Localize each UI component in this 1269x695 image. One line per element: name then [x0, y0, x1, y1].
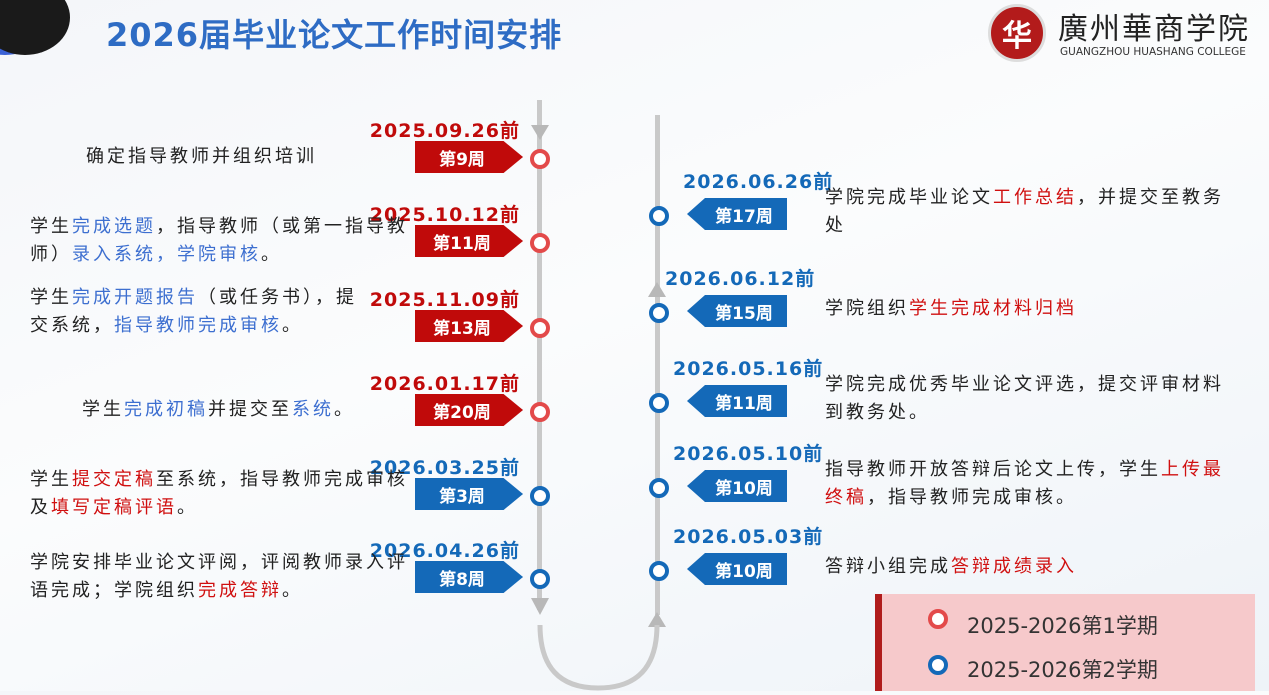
- description-segment: ，并提交至教务处: [825, 187, 1224, 236]
- down-arrow-icon: [531, 598, 549, 615]
- description-segment: 学生完成材料归档: [909, 298, 1077, 319]
- description-segment: ，指导教师（或第一指导教师）: [30, 216, 408, 265]
- week-badge: 第3周: [415, 478, 523, 510]
- task-description: 学生完成开题报告（或任务书），提交系统，指导教师完成审核。: [30, 284, 370, 340]
- deadline-date: 2025.10.12前: [369, 204, 520, 226]
- description-segment: 至系统，指导教师完成审核及: [30, 469, 408, 518]
- description-segment: （或任务书），提交系统，: [30, 287, 357, 336]
- description-segment: 学院完成毕业论文: [825, 187, 993, 208]
- description-segment: 上传最终稿: [825, 459, 1224, 508]
- deadline-date: 2026.05.10前: [673, 443, 824, 465]
- week-badge: 第9周: [415, 141, 523, 173]
- task-description: 学生完成选题，指导教师（或第一指导教师）录入系统，学院审核。: [30, 213, 410, 269]
- description-segment: 提交定稿: [72, 469, 156, 490]
- legend-accent: [875, 594, 882, 691]
- timeline-node-icon: [530, 149, 550, 169]
- week-badge: 第11周: [415, 225, 523, 257]
- description-segment: 学院完成优秀毕业论文评选，提交评审材料到教务处。: [825, 374, 1224, 423]
- description-segment: 完成选题: [72, 216, 156, 237]
- week-badge: 第15周: [687, 295, 787, 327]
- legend-semester-2: 2025-2026第2学期: [967, 658, 1158, 682]
- week-badge: 第11周: [687, 385, 787, 417]
- task-description: 学院组织学生完成材料归档: [825, 295, 1240, 323]
- legend-red-circle-icon: [928, 609, 948, 629]
- deadline-date: 2026.06.26前: [683, 171, 834, 193]
- decorative-circle: [0, 0, 70, 55]
- deadline-date: 2026.04.26前: [369, 540, 520, 562]
- description-segment: 。: [282, 580, 303, 601]
- timeline-node-icon: [530, 402, 550, 422]
- week-badge: 第10周: [687, 470, 787, 502]
- week-badge: 第8周: [415, 561, 523, 593]
- description-segment: 。: [177, 497, 198, 518]
- timeline-node-icon: [530, 233, 550, 253]
- timeline-node-icon: [649, 478, 669, 498]
- deadline-date: 2026.05.16前: [673, 358, 824, 380]
- deadline-date: 2026.05.03前: [673, 526, 824, 548]
- description-segment: ，指导教师完成审核。: [867, 487, 1077, 508]
- description-segment: 学院安排毕业论文评阅，评阅教师录入评语完成；学院组织: [30, 552, 408, 601]
- description-segment: 录入系统，学院审核: [72, 244, 261, 265]
- task-description: 确定指导教师并组织培训: [86, 143, 416, 171]
- page-title: 2026届毕业论文工作时间安排: [106, 16, 563, 54]
- timeline-node-icon: [649, 393, 669, 413]
- description-segment: 答辩小组完成: [825, 556, 951, 577]
- description-segment: 答辩成绩录入: [951, 556, 1077, 577]
- description-segment: 完成初稿: [124, 399, 208, 420]
- left-timeline-line: [537, 100, 542, 610]
- deadline-date: 2026.01.17前: [369, 373, 520, 395]
- description-segment: 。: [334, 399, 355, 420]
- description-segment: 系统: [292, 399, 334, 420]
- week-badge: 第17周: [687, 198, 787, 230]
- task-description: 学院完成优秀毕业论文评选，提交评审材料到教务处。: [825, 371, 1240, 427]
- timeline-node-icon: [649, 561, 669, 581]
- week-badge: 第10周: [687, 553, 787, 585]
- up-arrow-icon: [648, 612, 666, 627]
- description-segment: 学生: [30, 216, 72, 237]
- description-segment: 。: [261, 244, 282, 265]
- task-description: 指导教师开放答辩后论文上传，学生上传最终稿，指导教师完成审核。: [825, 456, 1240, 512]
- description-segment: 填写定稿评语: [51, 497, 177, 518]
- description-segment: 工作总结: [993, 187, 1077, 208]
- timeline-node-icon: [530, 318, 550, 338]
- legend-semester-1: 2025-2026第1学期: [967, 614, 1158, 638]
- legend-blue-circle-icon: [928, 655, 948, 675]
- task-description: 学院完成毕业论文工作总结，并提交至教务处: [825, 184, 1240, 240]
- right-timeline-line: [655, 115, 660, 615]
- week-badge: 第13周: [415, 310, 523, 342]
- college-name: 廣州華商学院: [1058, 12, 1250, 47]
- deadline-date: 2026.06.12前: [665, 268, 816, 290]
- timeline-node-icon: [649, 206, 669, 226]
- timeline-curve: [537, 624, 660, 691]
- timeline-node-icon: [530, 486, 550, 506]
- description-segment: 学院组织: [825, 298, 909, 319]
- deadline-date: 2025.09.26前: [369, 120, 520, 142]
- college-name-en: GUANGZHOU HUASHANG COLLEGE: [1060, 46, 1246, 58]
- description-segment: 确定指导教师并组织培训: [86, 146, 317, 167]
- timeline-node-icon: [649, 303, 669, 323]
- description-segment: 学生: [30, 469, 72, 490]
- task-description: 学生完成初稿并提交至系统。: [82, 396, 412, 424]
- week-badge: 第20周: [415, 394, 523, 426]
- description-segment: 学生: [82, 399, 124, 420]
- college-logo-icon: 华: [988, 4, 1046, 62]
- description-segment: 学生: [30, 287, 72, 308]
- timeline-node-icon: [530, 569, 550, 589]
- description-segment: 指导教师完成审核: [114, 315, 282, 336]
- deadline-date: 2025.11.09前: [369, 289, 520, 311]
- description-segment: 并提交至: [208, 399, 292, 420]
- up-arrow-icon: [648, 282, 666, 297]
- description-segment: 完成开题报告: [72, 287, 198, 308]
- deadline-date: 2026.03.25前: [369, 457, 520, 479]
- task-description: 学院安排毕业论文评阅，评阅教师录入评语完成；学院组织完成答辩。: [30, 549, 410, 605]
- timeline-arrows: [531, 125, 666, 691]
- description-segment: 完成答辩: [198, 580, 282, 601]
- task-description: 学生提交定稿至系统，指导教师完成审核及填写定稿评语。: [30, 466, 410, 522]
- description-segment: 指导教师开放答辩后论文上传，学生: [825, 459, 1161, 480]
- down-arrow-icon: [531, 125, 549, 140]
- description-segment: 。: [282, 315, 303, 336]
- task-description: 答辩小组完成答辩成绩录入: [825, 553, 1240, 581]
